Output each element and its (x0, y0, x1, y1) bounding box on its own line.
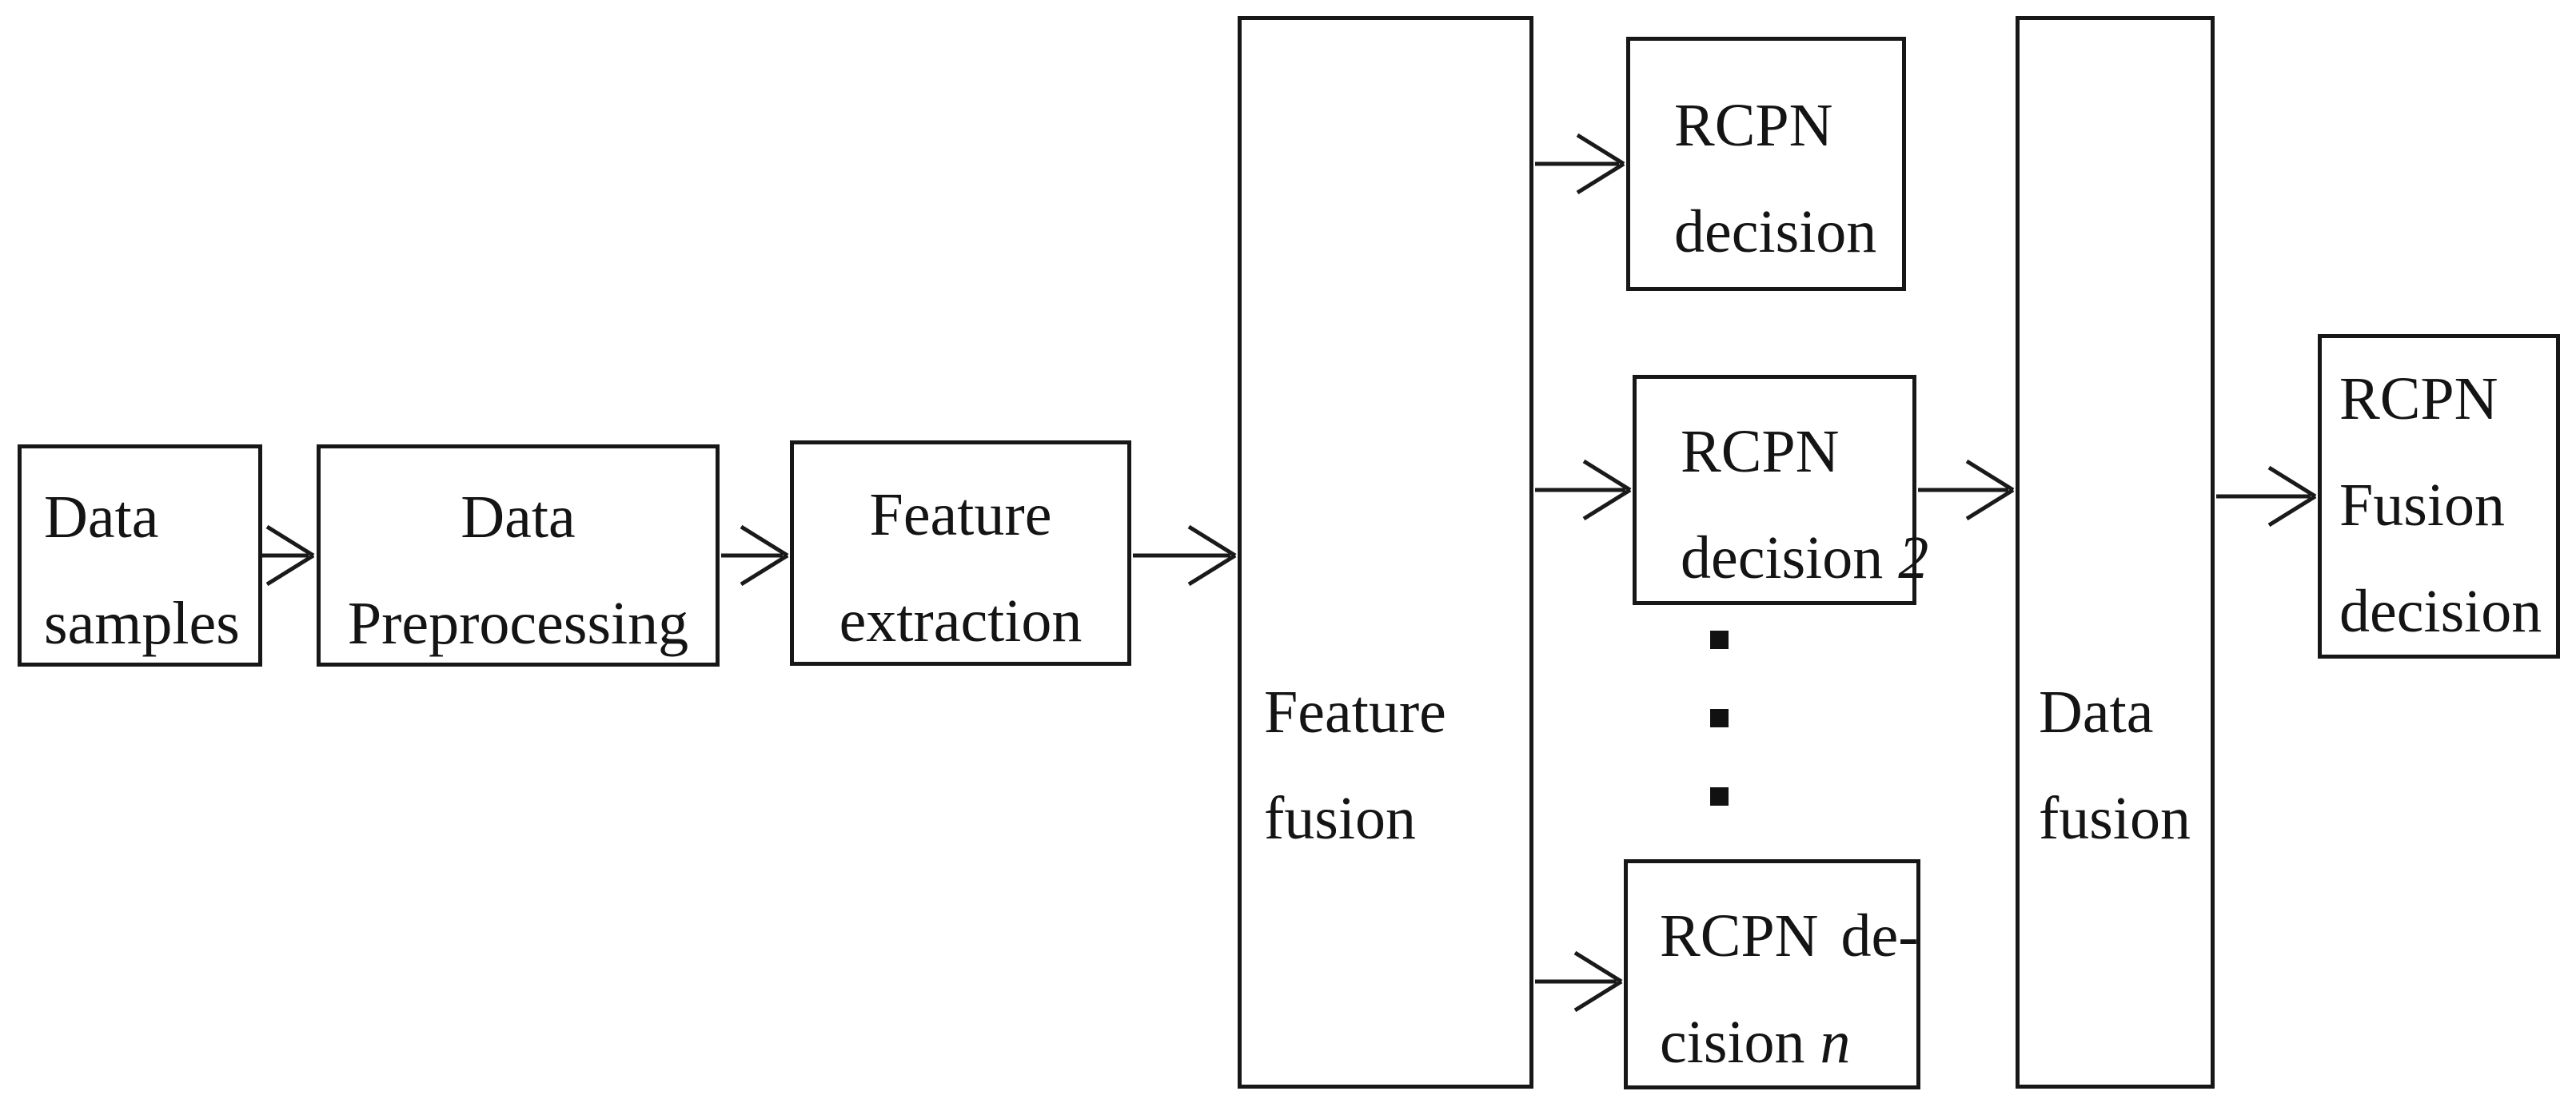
ellipsis-dots (1710, 631, 1729, 806)
node-label-line: Data (2039, 679, 2154, 746)
node-label-line: Fusion (2339, 472, 2505, 539)
node-feature-extraction: Feature extraction (790, 440, 1131, 666)
node-label-line: cision n (1660, 990, 1916, 1096)
arrow-data-preprocessing-to-feature-extraction (721, 524, 789, 587)
node-label-line: samples (44, 590, 240, 657)
node-label-line: RCPN de- (1660, 902, 1919, 970)
node-label-line: RCPN (1674, 92, 1833, 159)
node-label-line: fusion (2039, 785, 2191, 852)
arrow-feature-extraction-to-feature-fusion (1133, 524, 1237, 587)
node-label-line: RCPN (2339, 365, 2498, 432)
node-rcpn-fusion-decision: RCPN Fusion decision (2318, 334, 2560, 659)
node-rcpn-decision-1: RCPN decision (1626, 37, 1906, 291)
node-label-line: fusion (1264, 785, 1416, 852)
ellipsis-dot (1710, 631, 1729, 649)
arrow-rcpn-decision-2-to-data-fusion (1918, 459, 2015, 521)
arrow-data-fusion-to-rcpn-fusion-decision (2216, 465, 2317, 528)
node-rcpn-decision-2: RCPN decision 2 (1633, 375, 1928, 605)
node-data-fusion: Data fusion (2016, 16, 2215, 1089)
node-label-line: decision (1674, 198, 1877, 265)
node-label-line: RCPN (1681, 418, 1840, 485)
node-label-line: Feature (869, 481, 1052, 548)
ellipsis-dot (1710, 787, 1729, 806)
node-data-preprocessing: Data Preprocessing (317, 444, 720, 667)
node-label-line: Data (461, 484, 576, 551)
arrow-data-samples-to-data-preprocessing (261, 524, 315, 587)
node-label-text: cision (1660, 1009, 1805, 1076)
node-label-line: extraction (839, 587, 1083, 655)
node-rcpn-decision-n: RCPN de- cision n (1624, 859, 1920, 1089)
node-label-line: decision (2339, 578, 2542, 645)
node-label-line: Data (44, 484, 159, 551)
ellipsis-dot (1710, 709, 1729, 727)
arrow-feature-fusion-to-rcpn-decision-n (1535, 950, 1623, 1013)
node-feature-fusion: Feature fusion (1238, 16, 1533, 1089)
node-label-index: n (1820, 1009, 1851, 1076)
node-label-line: Feature (1264, 679, 1446, 746)
node-label-text: decision (1681, 524, 1884, 591)
node-data-samples: Data samples (18, 444, 262, 667)
arrow-feature-fusion-to-rcpn-decision-1 (1535, 133, 1625, 195)
node-label-line: Preprocessing (347, 590, 689, 657)
arrow-feature-fusion-to-rcpn-decision-2 (1535, 459, 1632, 521)
node-label-line: decision 2 (1681, 505, 1928, 611)
node-label-index: 2 (1898, 524, 1929, 591)
